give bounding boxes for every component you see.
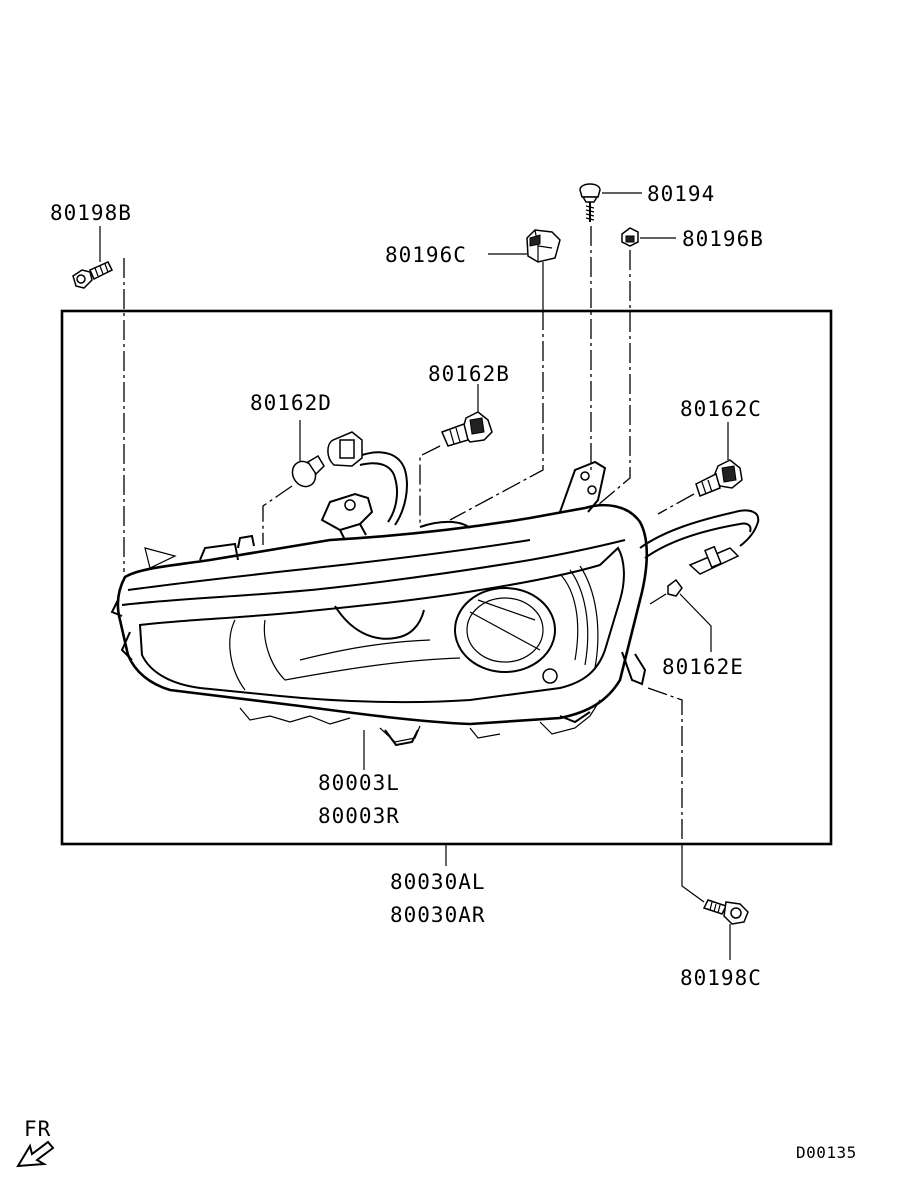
label-80198C: 80198C bbox=[680, 966, 762, 990]
label-80198B: 80198B bbox=[50, 201, 132, 225]
bulb-80162D[interactable] bbox=[288, 454, 325, 491]
nut-80196B[interactable] bbox=[621, 227, 639, 247]
leader-lines bbox=[99, 192, 731, 960]
screw-80194[interactable] bbox=[579, 183, 601, 222]
label-80162D: 80162D bbox=[250, 391, 332, 415]
screw-80198C[interactable] bbox=[702, 899, 749, 925]
screw-80198B[interactable] bbox=[72, 261, 114, 289]
bulb-80162E[interactable] bbox=[667, 578, 683, 597]
label-80162B: 80162B bbox=[428, 362, 510, 386]
label-80030AL: 80030AL bbox=[390, 870, 486, 894]
bulb-80162C[interactable] bbox=[695, 459, 743, 497]
label-80003R: 80003R bbox=[318, 804, 400, 828]
label-80196B: 80196B bbox=[682, 227, 764, 251]
front-arrow-icon bbox=[16, 1140, 55, 1168]
label-80162E: 80162E bbox=[662, 655, 744, 679]
label-80003L: 80003L bbox=[318, 771, 400, 795]
bulb-80162B[interactable] bbox=[440, 411, 493, 447]
label-80030AR: 80030AR bbox=[390, 903, 486, 927]
front-direction-label: FR bbox=[24, 1117, 51, 1141]
assembly-frame bbox=[60, 309, 833, 846]
headlamp-assembly[interactable] bbox=[110, 431, 760, 747]
label-80162C: 80162C bbox=[680, 397, 762, 421]
clip-80196C[interactable] bbox=[526, 229, 561, 263]
front-direction-indicator: FR bbox=[16, 1117, 55, 1168]
label-80196C: 80196C bbox=[385, 243, 467, 267]
diagram-code: D00135 bbox=[796, 1143, 857, 1162]
label-80194: 80194 bbox=[647, 182, 715, 206]
